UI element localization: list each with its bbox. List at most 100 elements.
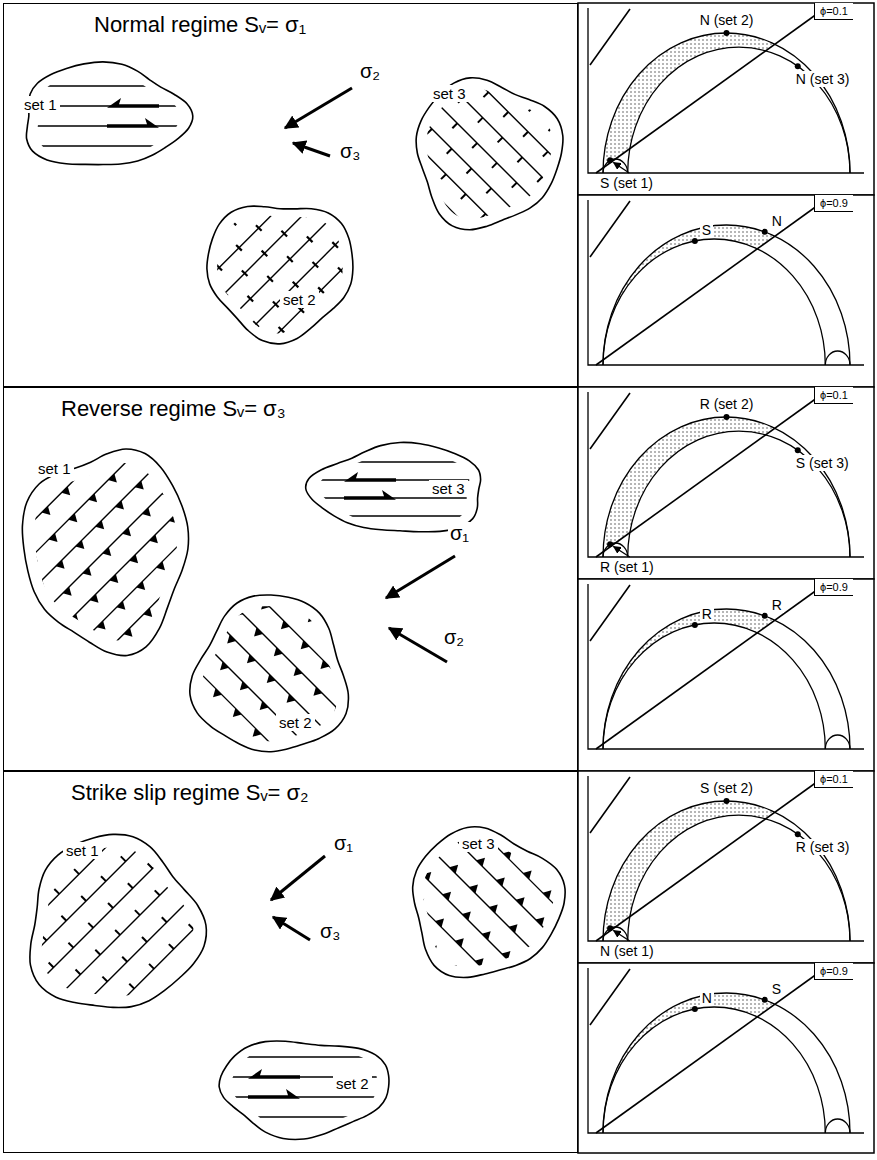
normal-tick	[256, 225, 262, 231]
thrust-triangle	[173, 341, 182, 350]
normal-tick	[49, 962, 54, 967]
normal-tick	[146, 763, 151, 768]
thrust-triangle	[448, 965, 457, 974]
fault-trace	[93, 600, 348, 855]
normal-tick	[136, 1011, 141, 1016]
thrust-triangle	[363, 812, 372, 821]
thrust-triangle	[128, 454, 137, 463]
normal-tick	[112, 338, 118, 344]
normal-tick	[472, 143, 477, 148]
normal-tick	[149, 964, 154, 969]
normal-tick	[216, 265, 222, 271]
thrust-triangle	[417, 798, 426, 807]
normal-tick	[121, 856, 126, 861]
thrust-triangle	[196, 522, 205, 531]
thrust-triangle	[195, 568, 204, 577]
plot-frame	[578, 963, 874, 1153]
normal-tick	[412, 163, 418, 169]
stippled-field	[603, 33, 850, 173]
fault-trace	[144, 549, 399, 804]
normal-tick	[492, 163, 497, 168]
slip-label: N (set 1)	[598, 943, 656, 959]
thrust-triangle	[117, 601, 126, 610]
normal-tick	[392, 183, 398, 189]
normal-tick	[399, 38, 404, 43]
normal-tick	[571, 242, 576, 247]
normal-tick	[239, 367, 245, 373]
thrust-triangle	[200, 642, 209, 651]
normal-tick	[348, 50, 353, 55]
thrust-triangle	[57, 660, 66, 669]
thrust-triangle	[319, 760, 328, 769]
fault-trace	[0, 145, 291, 146]
normal-tick	[591, 262, 596, 267]
normal-tick	[261, 818, 266, 823]
thrust-triangle	[104, 648, 113, 657]
normal-tick	[162, 917, 167, 922]
thrust-triangle	[468, 985, 477, 994]
thrust-triangle	[97, 621, 106, 630]
outcrop-drawing	[404, 69, 570, 237]
stippled-field	[603, 993, 850, 1133]
thrust-triangle	[346, 753, 355, 762]
thrust-triangle	[163, 588, 172, 597]
plot-frame	[578, 3, 874, 195]
mohr-plot	[578, 963, 874, 1153]
thrust-triangle	[360, 700, 369, 709]
circle-fill	[628, 47, 850, 173]
thrust-triangle	[121, 563, 130, 572]
normal-tick	[95, 950, 100, 955]
thrust-triangle	[523, 870, 532, 879]
normal-tick	[208, 904, 213, 909]
thrust-triangle	[548, 964, 557, 973]
normal-tick	[23, 1056, 28, 1061]
normal-tick	[396, 160, 401, 165]
thrust-triangle	[275, 443, 284, 452]
thrust-triangle	[209, 514, 218, 523]
thrust-triangle	[109, 574, 118, 583]
fault-trace	[384, 19, 622, 257]
thrust-triangle	[51, 734, 60, 743]
slip-label: N	[770, 213, 784, 229]
fault-trace	[380, 764, 623, 1007]
normal-tick	[376, 140, 381, 145]
normal-tick	[495, 259, 500, 264]
thrust-triangle	[547, 1064, 556, 1073]
regime-panel: Strike slip regime Sᵥ= σ₂set 1set 3set 2	[3, 771, 578, 1153]
normal-tick	[0, 1049, 1, 1054]
thrust-triangle	[366, 773, 375, 782]
normal-tick	[250, 200, 256, 206]
thrust-triangle	[353, 727, 362, 736]
thrust-triangle	[3, 646, 12, 655]
mohr-plot	[578, 579, 874, 771]
normal-tick	[443, 194, 449, 200]
thrust-triangle	[415, 899, 424, 908]
normal-tick	[194, 851, 199, 856]
normal-tick	[15, 929, 20, 934]
thrust-triangle	[404, 752, 413, 761]
normal-tick	[648, 225, 653, 230]
thrust-triangle	[359, 800, 368, 809]
normal-tick	[61, 916, 66, 921]
outcrop-outline	[30, 834, 207, 1007]
fault-trace	[329, 815, 572, 1058]
normal-tick	[151, 299, 157, 305]
stippled-field	[603, 225, 850, 365]
normal-tick	[512, 183, 517, 188]
regime-title: Normal regime Sᵥ= σ₁	[94, 12, 306, 38]
thrust-triangle	[555, 937, 564, 946]
thrust-triangle	[247, 654, 256, 663]
mohr-circle	[603, 225, 850, 365]
fault-trace	[337, 65, 575, 303]
slip-point	[692, 1006, 698, 1012]
slip-label: R (set 1)	[598, 559, 656, 575]
normal-tick	[36, 1009, 41, 1014]
normal-tick	[241, 838, 246, 843]
thrust-triangle	[49, 533, 58, 542]
fault-trace	[130, 119, 368, 357]
thrust-triangle	[269, 516, 278, 525]
stippled-field	[603, 801, 850, 941]
thrust-triangle	[437, 818, 446, 827]
stress-label: σ₂	[442, 626, 466, 649]
